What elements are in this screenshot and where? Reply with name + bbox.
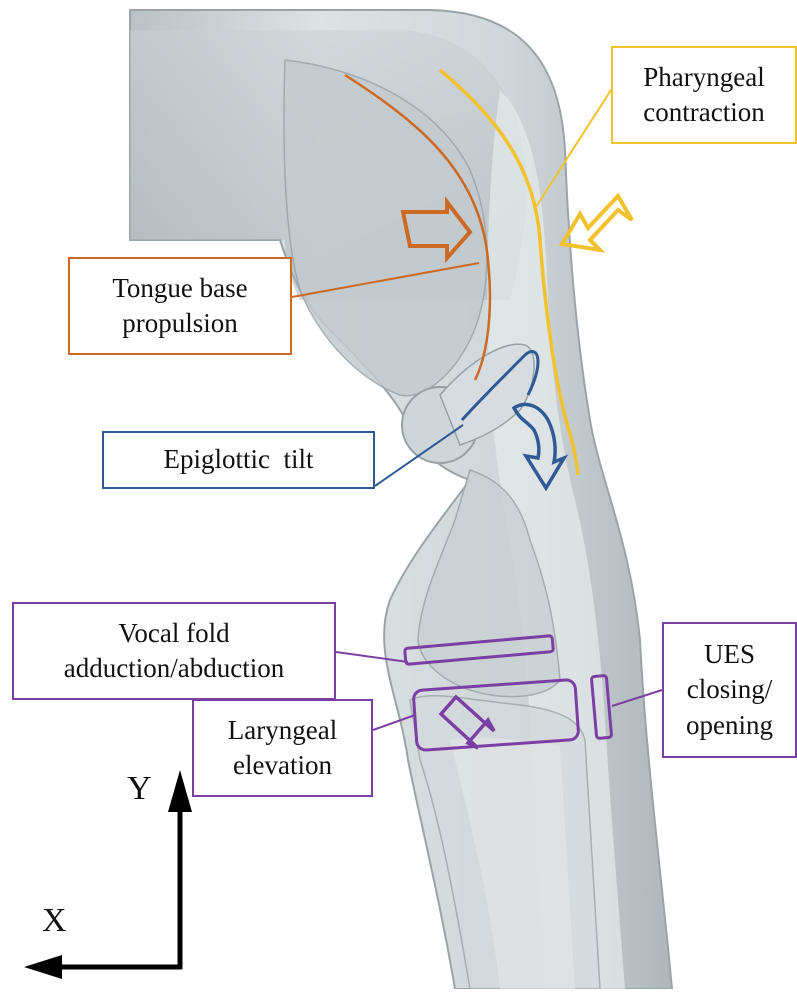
laryngeal-elevation-label: Laryngeal elevation <box>192 699 373 797</box>
laryngeal-label-line1: Laryngeal <box>228 713 337 748</box>
tongue-base-propulsion-label: Tongue base propulsion <box>68 257 292 355</box>
ues-label-line2: closing/ <box>687 672 773 707</box>
ues-label: UES closing/ opening <box>662 622 797 758</box>
ues-label-line1: UES <box>704 637 755 672</box>
x-axis-label: X <box>42 902 67 940</box>
pharyngeal-label-line1: Pharyngeal <box>643 60 764 95</box>
epiglottic-tilt-label: Epiglottic tilt <box>102 431 375 489</box>
ues-label-line3: opening <box>686 708 773 743</box>
tongue-label-line1: Tongue base <box>112 271 247 306</box>
y-axis-arrowhead <box>168 770 192 812</box>
tongue-label-line2: propulsion <box>122 306 238 341</box>
y-axis-label: Y <box>127 770 152 808</box>
x-axis-arrowhead <box>24 955 62 979</box>
laryngeal-label-line2: elevation <box>233 748 332 783</box>
pharyngeal-contraction-label: Pharyngeal contraction <box>611 46 797 144</box>
vocal-label-line1: Vocal fold <box>118 616 229 651</box>
vocal-label-line2: adduction/abduction <box>64 651 284 686</box>
vocal-fold-label: Vocal fold adduction/abduction <box>12 602 336 700</box>
pharyngeal-label-line2: contraction <box>643 95 764 130</box>
down-left-arrow-icon <box>562 196 632 250</box>
epiglottic-label-line1: Epiglottic tilt <box>164 442 314 477</box>
